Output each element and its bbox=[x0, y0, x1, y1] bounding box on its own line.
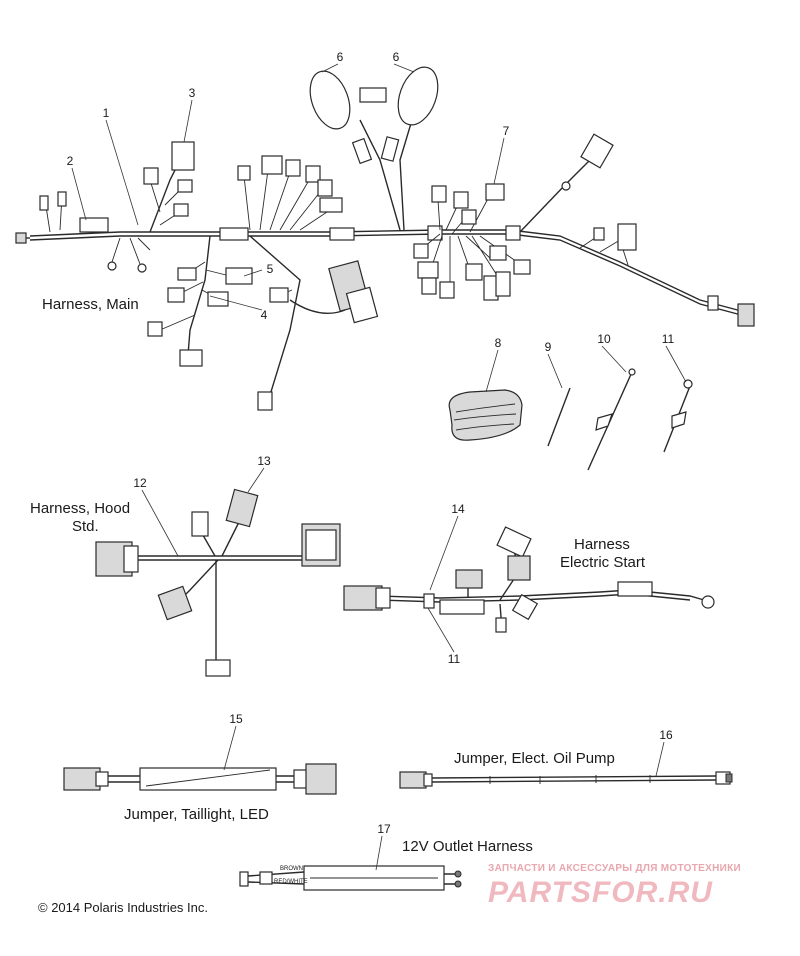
harness-main-label: Harness, Main bbox=[42, 296, 139, 313]
callout-10: 10 bbox=[597, 332, 611, 346]
small-parts-drawing bbox=[448, 368, 693, 471]
harness-electric-label-line1: Harness bbox=[574, 536, 630, 553]
outlet-harness-label: 12V Outlet Harness bbox=[402, 838, 533, 855]
outlet-harness-drawing bbox=[239, 865, 462, 891]
harness-electric-label-line2: Electric Start bbox=[560, 554, 646, 571]
wire-brown-label: BROWN bbox=[280, 866, 303, 872]
callout-17: 17 bbox=[377, 822, 391, 836]
callout-16: 16 bbox=[659, 728, 673, 742]
copyright-text: © 2014 Polaris Industries Inc. bbox=[38, 900, 208, 915]
callout-7: 7 bbox=[502, 124, 510, 138]
oil-pump-jumper-drawing bbox=[399, 771, 733, 789]
callout-11b: 11 bbox=[447, 652, 461, 666]
callout-5: 5 bbox=[266, 262, 274, 276]
callout-15: 15 bbox=[229, 712, 243, 726]
harness-hood-label-line1: Harness, Hood bbox=[30, 500, 131, 517]
callout-8: 8 bbox=[494, 336, 502, 350]
main-harness-drawing bbox=[15, 66, 755, 411]
callout-12: 12 bbox=[133, 476, 147, 490]
callout-14: 14 bbox=[451, 502, 465, 516]
callout-2: 2 bbox=[66, 154, 74, 168]
watermark-logo: PARTSFOR.RU bbox=[488, 876, 713, 909]
wire-red-white-label: RED/WHITE bbox=[274, 879, 308, 885]
callout-13: 13 bbox=[257, 454, 271, 468]
jumper-oil-pump-label: Jumper, Elect. Oil Pump bbox=[454, 750, 615, 767]
electric-start-harness-drawing bbox=[343, 526, 715, 633]
callout-9: 9 bbox=[544, 340, 552, 354]
watermark-tagline: ЗАПЧАСТИ И АКСЕССУАРЫ ДЛЯ МОТОТЕХНИКИ bbox=[488, 863, 741, 874]
callout-1: 1 bbox=[102, 106, 110, 120]
hood-harness-drawing bbox=[95, 488, 341, 677]
taillight-jumper-drawing bbox=[63, 763, 337, 795]
callout-4: 4 bbox=[260, 308, 268, 322]
jumper-taillight-label: Jumper, Taillight, LED bbox=[124, 806, 269, 823]
leader-lines bbox=[71, 63, 687, 871]
callout-6a: 6 bbox=[336, 50, 344, 64]
callout-11a: 11 bbox=[661, 332, 675, 346]
callout-6b: 6 bbox=[392, 50, 400, 64]
harness-hood-label-line2: Std. bbox=[72, 518, 99, 535]
callout-3: 3 bbox=[188, 86, 196, 100]
